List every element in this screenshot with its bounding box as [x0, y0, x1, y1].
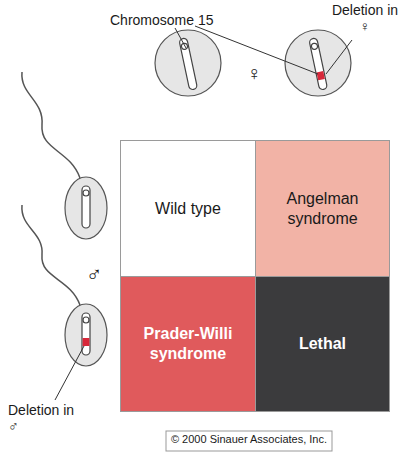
chromosome-with-deletion: [309, 38, 328, 91]
leader-line: [55, 346, 84, 400]
egg-cell: [155, 30, 221, 96]
chromosome-label: Chromosome 15: [110, 12, 220, 28]
sperm-head: [65, 304, 107, 366]
deletion-label: Deletion in ♀: [330, 2, 400, 34]
cell-text-group: Lethal: [289, 334, 356, 354]
cell-text-group: Angelman syndrome: [256, 189, 389, 229]
wild-type-cell: Wild type: [120, 140, 256, 277]
leader-line: [326, 40, 352, 74]
cell-text-group: Wild type: [145, 199, 231, 219]
sperm-tail: [22, 205, 80, 305]
cell-label: Lethal: [289, 334, 356, 354]
chromosome: [179, 38, 198, 91]
male-symbol: ♂: [82, 262, 106, 287]
chromosome: [82, 186, 90, 228]
angelman-cell: Angelman syndrome: [255, 140, 390, 277]
female-symbol: ♀: [243, 62, 265, 85]
copyright-notice: © 2000 Sinauer Associates, Inc.: [166, 433, 332, 446]
cell-text-group: Prader-Willi syndrome: [121, 324, 255, 364]
copyright-frame: [166, 431, 332, 451]
leader-line: [175, 28, 186, 48]
deletion-label: Deletion in ♂: [8, 402, 88, 434]
cell-label: Wild type: [145, 199, 231, 219]
lethal-cell: Lethal: [255, 276, 390, 412]
sperm-head: [65, 177, 107, 239]
cell-label: Prader-Willi syndrome: [121, 324, 255, 364]
sperm-tail: [22, 72, 80, 178]
cell-label: Angelman syndrome: [256, 189, 389, 229]
egg-cell: [285, 30, 351, 96]
prader-willi-cell: Prader-Willi syndrome: [120, 276, 256, 412]
chromosome-with-deletion: [82, 313, 90, 355]
